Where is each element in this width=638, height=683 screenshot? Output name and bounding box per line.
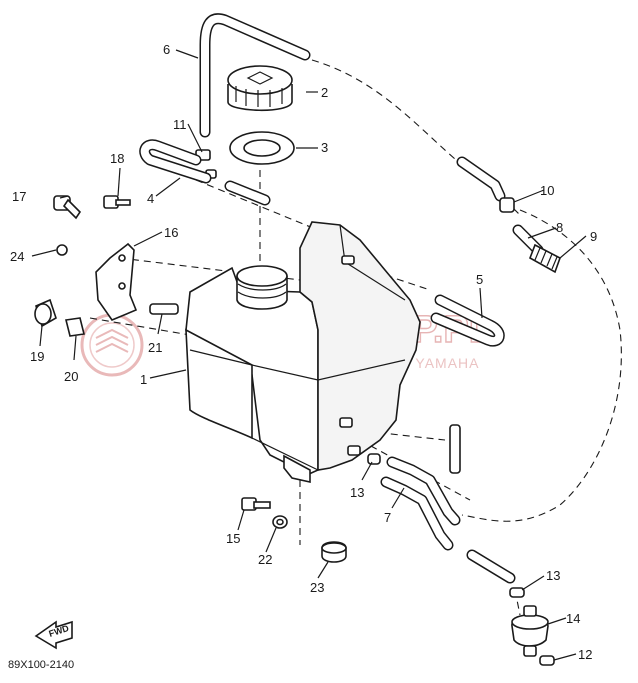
bolt-15 bbox=[241, 497, 271, 511]
part-label-13a: 13 bbox=[350, 485, 364, 500]
part-label-11: 11 bbox=[173, 117, 187, 132]
bolt-20 bbox=[103, 195, 131, 209]
clip-13-upper bbox=[367, 453, 381, 465]
clip-13-lower bbox=[509, 587, 525, 598]
part-label-3: 3 bbox=[321, 140, 328, 155]
part-label-18: 16 bbox=[164, 225, 178, 240]
grommet-17 bbox=[321, 541, 347, 563]
bracket-18 bbox=[95, 242, 138, 321]
part-label-20: 18 bbox=[110, 151, 124, 166]
part-label-4: 4 bbox=[147, 191, 154, 206]
gasket-3 bbox=[229, 131, 295, 165]
part-label-7: 7 bbox=[384, 510, 391, 525]
part-label-21: 19 bbox=[30, 349, 44, 364]
filler-cap-2 bbox=[227, 65, 293, 112]
filter-9 bbox=[529, 243, 561, 274]
part-labels: 6 2 3 11 4 18 17 16 24 19 20 21 1 5 10 8… bbox=[10, 42, 597, 662]
hose-4 bbox=[139, 139, 271, 206]
leader-lines bbox=[31, 49, 587, 661]
part-label-1: 1 bbox=[140, 372, 147, 387]
breather-assembly-right bbox=[456, 156, 561, 274]
clip-12 bbox=[539, 655, 555, 666]
part-label-6: 6 bbox=[163, 42, 170, 57]
hose-5 bbox=[430, 294, 505, 347]
damper-21 bbox=[34, 298, 57, 328]
drain-hoses-7 bbox=[380, 456, 516, 584]
part-label-23: 21 bbox=[148, 340, 162, 355]
diagram-code: 89X100-2140 bbox=[8, 659, 74, 671]
part-label-13b: 13 bbox=[546, 568, 560, 583]
bolt-19 bbox=[53, 195, 82, 220]
bolt-23 bbox=[149, 303, 179, 315]
part-label-14: 14 bbox=[566, 611, 580, 626]
part-label-24: 24 bbox=[10, 249, 24, 264]
part-label-5: 5 bbox=[476, 272, 483, 287]
fuel-filter-14 bbox=[511, 605, 549, 657]
reservoir-tank-1 bbox=[185, 221, 421, 483]
pipe-short bbox=[449, 424, 461, 474]
part-label-10: 10 bbox=[540, 183, 554, 198]
collar-22 bbox=[65, 317, 85, 337]
nut-24 bbox=[56, 244, 68, 256]
part-label-22: 20 bbox=[64, 369, 78, 384]
washer-16 bbox=[272, 515, 288, 529]
part-label-19: 17 bbox=[12, 189, 26, 204]
breather-hose-6 bbox=[199, 13, 311, 138]
part-label-16: 22 bbox=[258, 552, 272, 567]
fwd-arrow: FWD bbox=[34, 620, 73, 650]
part-label-15: 15 bbox=[226, 531, 240, 546]
part-label-2: 2 bbox=[321, 85, 328, 100]
part-label-12: 12 bbox=[578, 647, 592, 662]
part-label-9: 9 bbox=[590, 229, 597, 244]
watermark-logo bbox=[80, 313, 144, 377]
part-label-8: 8 bbox=[556, 220, 563, 235]
part-label-17: 23 bbox=[310, 580, 324, 595]
fitting-10 bbox=[499, 197, 515, 213]
